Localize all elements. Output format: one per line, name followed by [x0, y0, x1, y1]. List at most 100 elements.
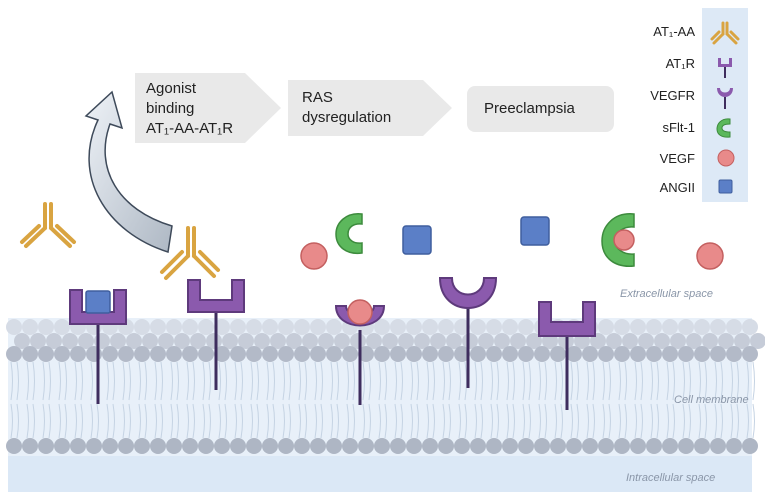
flow-step-3: Preeclampsia [484, 99, 575, 119]
lipid-head [190, 333, 206, 349]
lipid-head [734, 333, 750, 349]
lipid-tail [496, 361, 499, 401]
lipid-tail [554, 361, 557, 401]
lipid-head [142, 333, 158, 349]
lipid-head [230, 438, 246, 454]
lipid-head [398, 333, 414, 349]
lipid-tail [80, 361, 83, 401]
lipid-head [78, 333, 94, 349]
lipid-tail [432, 361, 435, 401]
lipid-head [254, 333, 270, 349]
lipid-tail [170, 361, 173, 401]
lipid-head [6, 319, 22, 335]
lipid-tail [154, 403, 157, 439]
lipid-head [486, 346, 502, 362]
flow-step-3-shape [467, 86, 614, 132]
lipid-head [726, 438, 742, 454]
cell-membrane [6, 318, 765, 492]
lipid-head [238, 333, 254, 349]
lipid-head [326, 346, 342, 362]
lipid-head [582, 438, 598, 454]
lipid-tail [304, 361, 307, 401]
lipid-tail [378, 361, 381, 401]
lipid-head [38, 438, 54, 454]
lipid-head [598, 319, 614, 335]
lipid-head [606, 333, 622, 349]
lipid-head [222, 333, 238, 349]
lipid-tail [544, 361, 547, 401]
lipid-tail [48, 403, 51, 439]
lipid-tail [522, 361, 525, 401]
lipid-head [518, 346, 534, 362]
lipid-tail [426, 361, 429, 401]
lipid-tail [384, 403, 387, 439]
lipid-tail [112, 361, 115, 401]
lipid-head [70, 438, 86, 454]
lipid-head [126, 333, 142, 349]
flow-arrows [135, 73, 614, 143]
vegf-free-2 [696, 242, 724, 270]
lipid-head [214, 346, 230, 362]
legend-panel [702, 8, 748, 202]
lipid-head [438, 438, 454, 454]
lipid-head [446, 333, 462, 349]
lipid-tail [314, 361, 317, 401]
lipid-tail [480, 403, 483, 439]
lipid-head [110, 333, 126, 349]
lipid-tail [528, 361, 531, 401]
legend-antibody-icon [710, 21, 740, 45]
lipid-head [310, 319, 326, 335]
lipid-tail [208, 361, 211, 401]
lipid-head [22, 319, 38, 335]
lipid-tail [570, 403, 573, 439]
lipid-tail [32, 361, 35, 401]
legend-label-angii: ANGII [659, 180, 695, 195]
legend-label-at1aa: AT₁-AA [653, 24, 695, 39]
lipid-tail [48, 361, 51, 401]
lipid-head [742, 438, 758, 454]
lipid-head [6, 346, 22, 362]
lipid-tail [448, 361, 451, 401]
lipid-tail [464, 403, 467, 439]
lipid-tail [640, 403, 643, 439]
lipid-tail [682, 361, 685, 401]
lipid-tail [474, 403, 477, 439]
lipid-tail [298, 403, 301, 439]
lipid-head [678, 319, 694, 335]
lipid-tail [506, 361, 509, 401]
lipid-head [462, 333, 478, 349]
lipid-head [494, 333, 510, 349]
lipid-head [518, 319, 534, 335]
lipid-tail [58, 403, 61, 439]
lipid-head [454, 438, 470, 454]
lipid-head [470, 438, 486, 454]
lipid-tail [394, 403, 397, 439]
lipid-head [246, 319, 262, 335]
lipid-tail [618, 361, 621, 401]
lipid-head [598, 438, 614, 454]
lipid-tail [592, 361, 595, 401]
lipid-head [54, 346, 70, 362]
lipid-head [470, 346, 486, 362]
lipid-head [622, 333, 638, 349]
step2-line2: dysregulation [302, 109, 392, 126]
curved-arrow-icon [84, 90, 173, 253]
lipid-tail [544, 403, 547, 439]
lipid-head [102, 438, 118, 454]
lipid-head [310, 438, 326, 454]
lipid-head [70, 346, 86, 362]
lipid-tail [576, 361, 579, 401]
lipid-tail [490, 361, 493, 401]
lipid-tail [362, 403, 365, 439]
lipid-tail [330, 361, 333, 401]
lipid-head [374, 346, 390, 362]
lipid-tail [224, 361, 227, 401]
lipid-tail [122, 361, 125, 401]
lipid-tail [448, 403, 451, 439]
lipid-head [742, 319, 758, 335]
lipid-head [38, 346, 54, 362]
lipid-tail [362, 361, 365, 401]
lipid-head [534, 346, 550, 362]
lipid-head [646, 319, 662, 335]
lipid-tail [240, 361, 243, 401]
